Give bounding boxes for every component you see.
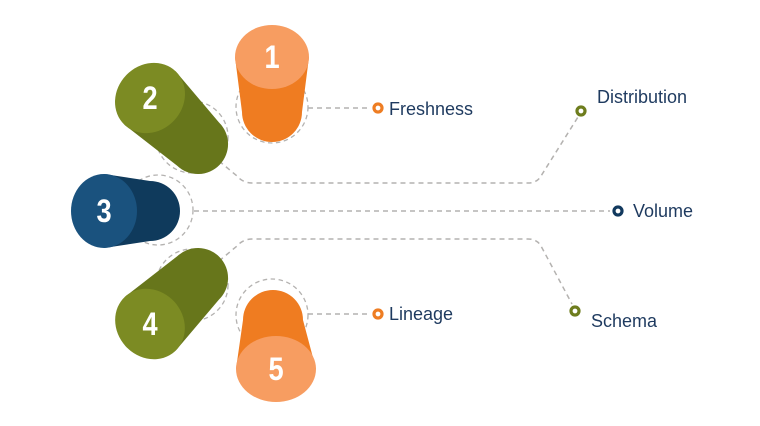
pin-3-number: 3 [96, 194, 111, 230]
label-distribution: Distribution [597, 87, 687, 107]
distribution-bullet-icon [575, 105, 587, 117]
pin-4-number: 4 [142, 307, 158, 343]
pin-1-number: 1 [264, 40, 279, 76]
pin-3-number-wrap: 3 [96, 194, 111, 230]
pin-4-number-wrap: 4 [142, 307, 158, 343]
pin-2: 2 [115, 62, 229, 175]
pin-2-number: 2 [142, 81, 157, 117]
label-lineage: Lineage [389, 304, 453, 324]
pin-2-number-wrap: 2 [142, 81, 157, 117]
pin-4-face [115, 288, 185, 360]
lineage-bullet-icon [372, 308, 384, 320]
pin-4-body [124, 247, 229, 351]
schema-bullet-icon [569, 305, 581, 317]
connector-distribution [218, 116, 579, 184]
pin-4: 4 [115, 247, 229, 360]
pin-5-face [236, 336, 316, 402]
pin-1: 1 [235, 25, 309, 142]
volume-bullet-icon [612, 205, 624, 217]
freshness-bullet-icon [372, 102, 384, 114]
pin-5-number: 5 [268, 352, 283, 388]
pin-3: 3 [71, 174, 180, 248]
label-volume: Volume [633, 201, 693, 221]
pin-1-number-wrap: 1 [264, 40, 279, 76]
pin-2-face [115, 62, 185, 134]
connector-schema [218, 238, 573, 305]
label-freshness: Freshness [389, 99, 473, 119]
pin-2-body [124, 71, 229, 175]
pin-3-anchor-dashed-circle [122, 174, 194, 246]
pin-1-face [235, 25, 309, 89]
pin-5-number-wrap: 5 [268, 352, 283, 388]
pin-5: 5 [236, 290, 316, 402]
pin-3-face [71, 174, 137, 248]
label-schema: Schema [591, 311, 658, 331]
